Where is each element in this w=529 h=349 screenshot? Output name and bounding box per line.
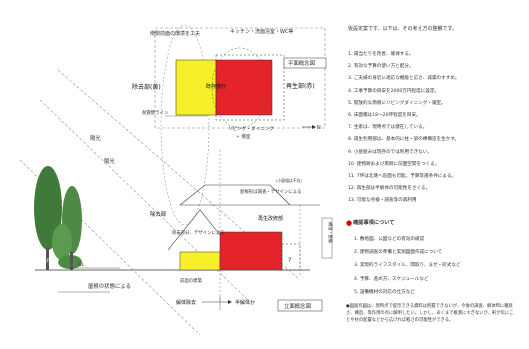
side-note-box	[321, 217, 333, 259]
tree-1-trunk	[46, 248, 49, 270]
elevation-label-box	[277, 299, 323, 312]
demolish-design-label: 除去部分、デザインによる	[172, 229, 225, 236]
concept-diagram: 南側前面の環境を工夫 キッチン・洗面浴室・WC等 平面概念図 除去部(黄) 既存…	[19, 24, 334, 336]
north-arrow-head	[312, 125, 316, 129]
rebuild-extension-label: 再生改修部	[258, 215, 283, 222]
tree-2-trunk	[70, 252, 73, 270]
elevation-yellow	[179, 251, 221, 271]
demolish-yellow-label: 除去部(黄)	[132, 83, 161, 91]
notes-item: 7. 生家は、現時点では健在している。	[348, 125, 428, 131]
red-zone-ellipse	[211, 47, 269, 129]
notes-intro: 仮設定案です。以下は、その考え方の整観です。	[348, 26, 458, 32]
demolish-part-label: 除去部	[150, 210, 167, 218]
frontage-note: 前面の建築	[180, 277, 203, 284]
notes-item: 6. 床面積は18～20坪程度を目安。	[348, 113, 421, 119]
notes-item: 3. ご夫婦の身近に適応な機能と広さ、減築のすすめ。	[348, 76, 460, 82]
rebuild-note: 屋根形は調査・デザインによる	[240, 188, 301, 195]
notes-item: 8. 再生利用部は、基本的に柱・梁の裸構造を生かす。	[348, 137, 460, 143]
notes-item: 10. 建物跡および南側に前面空間をつくる。	[348, 161, 440, 167]
plan-rebuild-outline	[215, 54, 285, 121]
confirm-list: 1. 敷地図、公図などの有効の確認 2. 建物調査の準備と実測図面作成について …	[354, 233, 519, 299]
demolish-arrow-head	[228, 300, 232, 304]
gl-label: GL	[78, 262, 85, 268]
elevation-red	[219, 231, 283, 271]
roof-outline-rear	[179, 184, 291, 206]
demolish-body-label: 解体除去	[176, 299, 196, 306]
confirm-section-title: ●確認事項について	[346, 219, 394, 227]
notes-item: 4. 工事予算の目安を2000万円程度に設定。	[348, 88, 440, 94]
notes-item: 13. 可能な点検・調査等の再利用	[348, 198, 417, 204]
elevation-label: 立面概念図	[284, 302, 311, 310]
tree-3-canopy	[52, 224, 72, 260]
plan-label-box	[283, 57, 327, 69]
side-note: 補強・整備	[327, 222, 334, 243]
notes-item: 12. 再生部は半解体の可能性をさぐる。	[348, 186, 431, 192]
expansion-label: + 増室	[236, 133, 251, 140]
plan-demolish-block	[175, 59, 217, 116]
notes-item: 2. 有効な予算の使い方と配分。	[348, 64, 414, 70]
notes-item: 5. 開放的な南側にリビングダイニング・寝室。	[348, 100, 446, 106]
diagram-svg: 南側前面の環境を工夫 キッチン・洗面浴室・WC等 平面概念図 除去部(黄) 既存…	[19, 24, 334, 336]
north-label: N	[317, 125, 321, 131]
notes-list: 1. 陽当たりを改善、確保する。 2. 有効な予算の使い方と配分。 3. ご夫婦…	[348, 49, 518, 208]
notes-item: 9. 小屋組みは現存のでは利用できない。	[348, 149, 432, 155]
sunlight-label: 陽光	[104, 157, 115, 165]
confirm-item: 5. 設備機材の対応の仕方など	[354, 289, 415, 295]
bullet-icon: ●	[346, 219, 353, 227]
footnote: ●図面作図は、現時点で提示できる資料は把握できないが、今後の調査、解体時に徹底さ…	[346, 304, 514, 323]
existing-tree-label: 既存樹木	[42, 257, 60, 264]
living-dining-label: リビング・ダイニング	[228, 125, 274, 132]
notes-panel: 仮設定案です。以下は、その考え方の整観です。 1. 陽当たりを改善、確保する。 …	[340, 26, 520, 346]
kitchen-annotation: キッチン・洗面浴室・WC等	[230, 28, 293, 35]
rebuild-red-label: 再生部(赤)	[286, 82, 315, 90]
roof-state-note: 屋根の状態による	[88, 282, 131, 290]
confirm-item: 1. 敷地図、公図などの有効の確認	[354, 237, 425, 242]
confirm-item: 2. 建物調査の準備と実測図面作成について	[354, 250, 443, 256]
elevation-extension	[281, 243, 301, 271]
confirm-section-label: 確認事項について	[353, 220, 395, 226]
partial-expand-note: (小屋組は不均)	[276, 178, 302, 183]
yellow-zone-ellipse	[160, 24, 210, 226]
top-annotation: 南側前面の環境を工夫	[150, 30, 200, 37]
notes-item: 11. 7坪は北側へ前面も可能。予算等諸条件による。	[348, 174, 457, 180]
half-demolish-label: 半解体か	[235, 299, 255, 306]
confirm-item: 3. 実現的ライフスタイル、間取り、まぜ・町式など	[354, 263, 461, 269]
plan-label: 平面概念図	[288, 59, 315, 67]
tree-1-canopy	[34, 166, 62, 250]
sunlight-label-upper: 陽光	[90, 134, 101, 142]
structural-wall-line-label: 耐震壁ライン	[142, 109, 169, 116]
existing-part-label: 既存部分	[206, 83, 226, 90]
notes-item: 1. 陽当たりを改善、確保する。	[348, 52, 414, 57]
plan-rebuild-block	[215, 59, 273, 116]
question-mark: ?	[288, 257, 291, 264]
confirm-item: 4. 予算、進め方、スケジュールなど	[354, 276, 429, 282]
